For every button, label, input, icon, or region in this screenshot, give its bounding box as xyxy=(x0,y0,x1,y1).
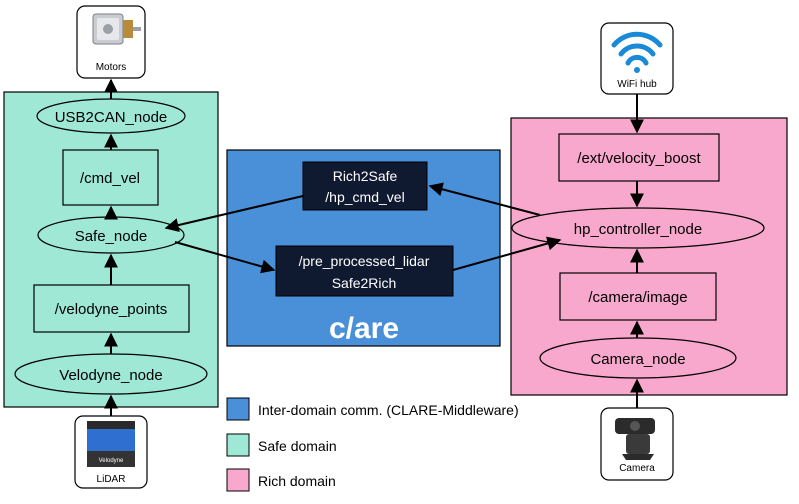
velocity-boost-label: /ext/velocity_boost xyxy=(577,150,701,167)
svg-text:/hp_cmd_vel: /hp_cmd_vel xyxy=(325,189,404,205)
velodyne-node-label: Velodyne_node xyxy=(59,367,162,384)
safe2rich-box: /pre_processed_lidar Safe2Rich xyxy=(275,245,454,297)
cmd-vel-label: /cmd_vel xyxy=(80,170,140,187)
legend-swatch-safe xyxy=(226,433,250,457)
legend-label-middleware: Inter-domain comm. (CLARE-Middleware) xyxy=(258,402,519,418)
legend-label-rich: Rich domain xyxy=(258,473,336,489)
svg-text:/pre_processed_lidar: /pre_processed_lidar xyxy=(299,253,430,269)
hp-controller-node xyxy=(511,207,765,249)
velodyne-points-topic xyxy=(33,284,190,333)
arrow-rich2safe-to-safenode xyxy=(164,195,304,232)
usb2can-label: USB2CAN_node xyxy=(55,109,168,126)
camera-image-topic xyxy=(559,272,717,321)
legend-swatch-middleware xyxy=(226,397,250,421)
cmd-vel-topic xyxy=(62,149,159,206)
rich2safe-box: Rich2Safe /hp_cmd_vel xyxy=(302,161,428,211)
wifi-hub-device: WiFi hub xyxy=(600,22,674,95)
lidar-icon: Velodyne xyxy=(87,421,135,467)
camera-label: Camera xyxy=(619,463,655,474)
safe-node-label: Safe_node xyxy=(75,228,148,245)
legend-label-safe: Safe domain xyxy=(258,438,337,454)
motor-icon xyxy=(92,13,141,45)
wifi-hub-label: WiFi hub xyxy=(617,79,657,90)
legend: Inter-domain comm. (CLARE-Middleware) Sa… xyxy=(226,397,519,492)
arrow-safenode-to-safe2rich xyxy=(174,241,276,274)
svg-text:Safe2Rich: Safe2Rich xyxy=(332,275,397,291)
camera-device: Camera xyxy=(600,407,674,481)
velodyne-points-label: /velodyne_points xyxy=(55,301,168,318)
wifi-icon xyxy=(611,31,663,73)
svg-text:Rich2Safe: Rich2Safe xyxy=(333,168,398,184)
motors-label: Motors xyxy=(96,62,127,73)
velocity-boost-topic xyxy=(558,133,720,182)
lidar-device: Velodyne LiDAR xyxy=(74,415,148,489)
arrow-hp-to-rich2safe xyxy=(428,182,541,216)
lidar-label: LiDAR xyxy=(97,474,126,485)
camera-image-label: /camera/image xyxy=(588,289,687,306)
motors-device: Motors xyxy=(76,5,146,79)
camera-node-label: Camera_node xyxy=(590,351,685,368)
legend-swatch-rich xyxy=(226,468,250,492)
camera-icon xyxy=(615,418,655,460)
clare-logo: c/are xyxy=(329,312,399,345)
hp-controller-label: hp_controller_node xyxy=(574,221,702,238)
arrow-safe2rich-to-hp xyxy=(452,236,562,271)
svg-text:Velodyne: Velodyne xyxy=(99,458,124,464)
